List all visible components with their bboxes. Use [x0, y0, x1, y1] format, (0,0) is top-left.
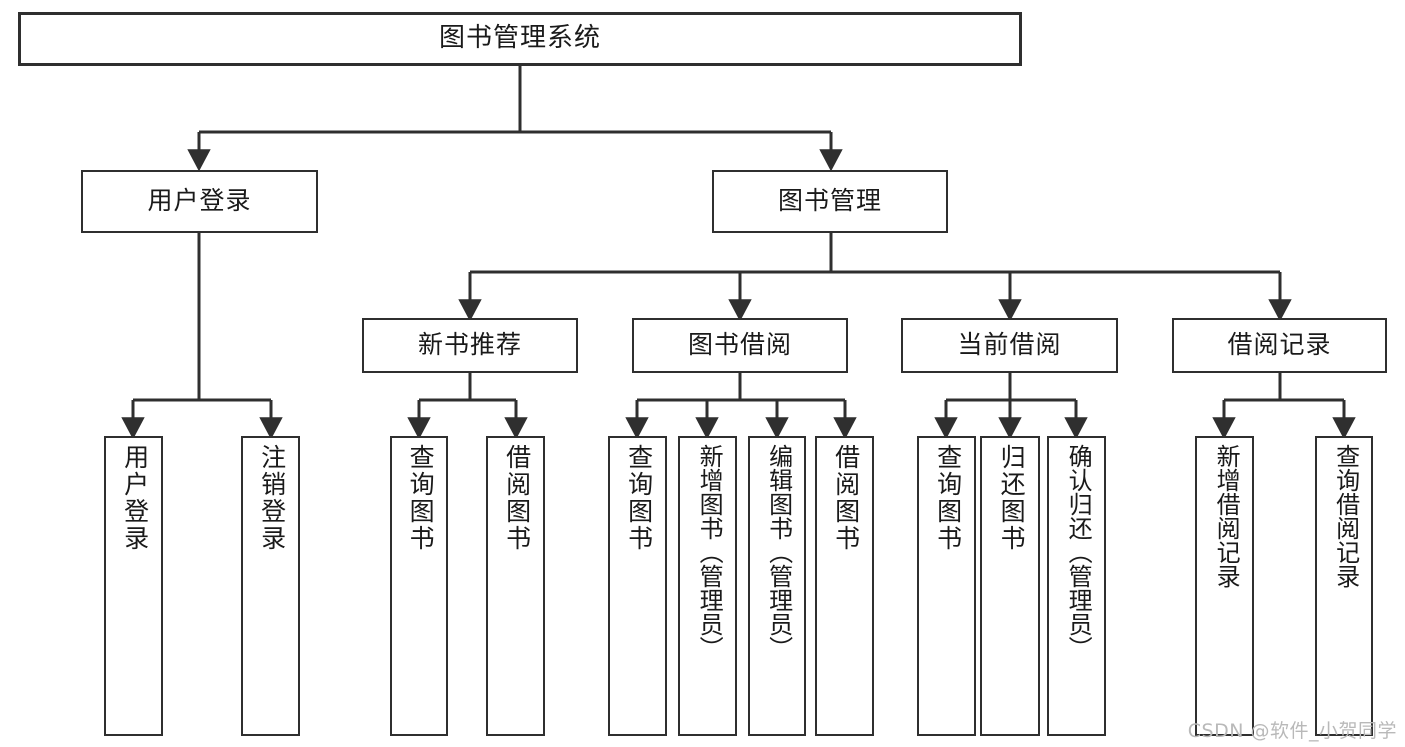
node-label: 查询借阅记录 [1331, 444, 1360, 588]
leaf-query-books-borrow[interactable]: 查询图书 [608, 436, 667, 736]
leaf-add-borrow-record[interactable]: 新增借阅记录 [1195, 436, 1254, 736]
leaf-query-borrow-record[interactable]: 查询借阅记录 [1315, 436, 1373, 736]
node-book-management[interactable]: 图书管理 [712, 170, 948, 233]
node-label: 用户登录 [147, 186, 252, 216]
node-label: 确认归还（管理员） [1064, 444, 1093, 660]
node-current-borrow[interactable]: 当前借阅 [901, 318, 1118, 373]
leaf-confirm-return-admin[interactable]: 确认归还（管理员） [1047, 436, 1106, 736]
node-label: 编辑图书（管理员） [764, 444, 793, 660]
leaf-user-login[interactable]: 用户登录 [104, 436, 163, 736]
node-label: 图书管理系统 [438, 23, 601, 54]
node-label: 新书推荐 [417, 330, 522, 360]
watermark: CSDN @软件_小贺同学 [1187, 720, 1397, 742]
node-label: 借阅图书 [831, 444, 861, 552]
node-label: 当前借阅 [957, 330, 1062, 360]
node-label: 查询图书 [624, 444, 654, 552]
node-label: 归还图书 [997, 444, 1027, 552]
node-book-borrow[interactable]: 图书借阅 [632, 318, 848, 373]
node-label: 注销登录 [257, 444, 287, 552]
node-label: 用户登录 [120, 444, 150, 552]
node-label: 借阅记录 [1227, 330, 1332, 360]
node-root-book-management-system[interactable]: 图书管理系统 [18, 12, 1022, 66]
node-label: 新增图书（管理员） [695, 444, 724, 660]
node-borrow-records[interactable]: 借阅记录 [1172, 318, 1387, 373]
node-label: 新增借阅记录 [1212, 444, 1241, 588]
node-label: 图书借阅 [687, 330, 792, 360]
leaf-logout[interactable]: 注销登录 [241, 436, 300, 736]
node-label: 图书管理 [777, 186, 882, 216]
leaf-borrow-books-recommendation[interactable]: 借阅图书 [486, 436, 545, 736]
leaf-query-books-recommendation[interactable]: 查询图书 [390, 436, 448, 736]
leaf-borrow-books[interactable]: 借阅图书 [815, 436, 874, 736]
node-label: 借阅图书 [502, 444, 532, 552]
leaf-edit-book-admin[interactable]: 编辑图书（管理员） [748, 436, 806, 736]
node-label: 查询图书 [933, 444, 963, 552]
node-new-book-recommendation[interactable]: 新书推荐 [362, 318, 578, 373]
leaf-add-book-admin[interactable]: 新增图书（管理员） [678, 436, 737, 736]
node-user-login[interactable]: 用户登录 [81, 170, 318, 233]
leaf-query-books-current[interactable]: 查询图书 [917, 436, 976, 736]
node-label: 查询图书 [406, 444, 436, 552]
leaf-return-books[interactable]: 归还图书 [980, 436, 1040, 736]
